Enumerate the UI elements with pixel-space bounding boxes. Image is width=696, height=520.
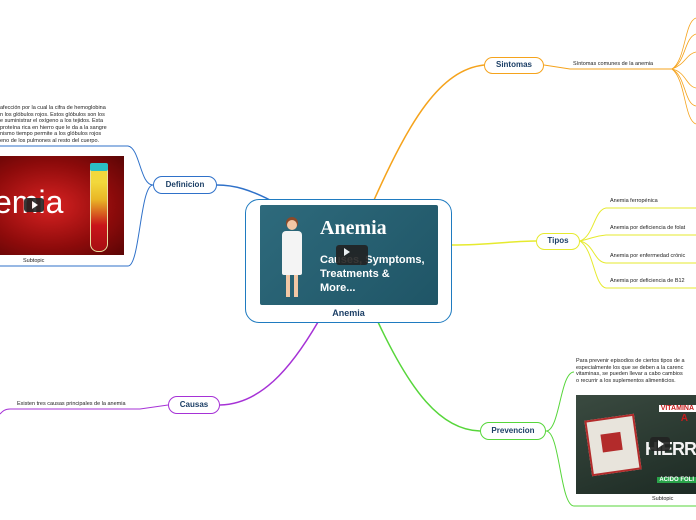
central-title: Anemia (332, 308, 365, 318)
vitamina-a-label: A (680, 413, 688, 424)
prevencion-text-line: Para prevenir episodios de ciertos tipos… (576, 358, 685, 364)
play-icon[interactable] (24, 198, 44, 212)
definicion-text-line: eno de los pulmones al resto del cuerpo. (0, 137, 100, 144)
test-tube-image (90, 163, 108, 252)
thumb-subtitle-3: More... (320, 282, 356, 294)
play-icon[interactable] (650, 437, 670, 451)
tipos-child[interactable]: Anemia por deficiencia de folat (610, 225, 686, 231)
thumb-subtitle-2: Treatments & (320, 268, 390, 280)
definicion-text-line: nismo tiempo permite a los glóbulos rojo… (0, 131, 102, 137)
link-tipos (451, 240, 537, 246)
acido-folico-label: ACIDO FOLI (657, 477, 696, 483)
definicion-text-line: proteína rica en hierro que le da a la s… (0, 124, 107, 131)
link-definicion (216, 184, 271, 201)
prevencion-text-line: especialmente los que se deben a la care… (576, 364, 684, 371)
prevencion-subtopic[interactable]: Subtopic (652, 496, 674, 502)
sintomas-child[interactable]: Síntomas comunes de la anemia (573, 61, 654, 67)
tipos-child[interactable]: Anemia ferropénica (610, 198, 658, 204)
vitamina-label: VITAMINA (658, 405, 696, 412)
tipos-child[interactable]: Anemia por deficiencia de B12 (610, 278, 685, 284)
branch-definicion[interactable]: Definicion (153, 176, 217, 194)
medicine-box-image (584, 413, 642, 477)
definicion-text-line: e suministrar el oxígeno a los tejidos. … (0, 118, 104, 124)
link-causas (219, 321, 319, 406)
definicion-video-thumbnail[interactable]: emia (0, 156, 124, 255)
prevencion-video-thumbnail[interactable]: VITAMINA A HIERR ACIDO FOLI (576, 395, 696, 494)
definicion-subtopic[interactable]: Subtopic (23, 258, 45, 264)
tipos-child[interactable]: Anemia por enfermedad crónic (610, 253, 686, 259)
branch-tipos[interactable]: Tipos (536, 233, 580, 250)
doctor-illustration (280, 217, 304, 301)
central-video-thumbnail[interactable]: Anemia Causes, Symptoms, Treatments & Mo… (260, 205, 438, 305)
causas-child[interactable]: Existen tres causas principales de la an… (17, 401, 126, 407)
central-node[interactable]: Anemia Causes, Symptoms, Treatments & Mo… (245, 199, 452, 323)
branch-prevencion[interactable]: Prevencion (480, 422, 546, 440)
thumb-title: Anemia (320, 217, 387, 239)
branch-causas[interactable]: Causas (168, 396, 220, 414)
link-sintomas (373, 64, 485, 201)
prevencion-text-line: o recurrir a los suplementos alimenticio… (576, 377, 676, 384)
definicion-text-line: n los glóbulos rojos. Estos glóbulos son… (0, 111, 105, 118)
definicion-text-line: afección por la cual la cifra de hemoglo… (0, 105, 106, 111)
branch-sintomas[interactable]: Sintomas (484, 57, 544, 74)
link-prevencion (377, 321, 481, 432)
play-icon[interactable] (336, 245, 368, 265)
prevencion-text-line: vitaminas, se pueden llevar a cabo cambi… (576, 371, 683, 377)
